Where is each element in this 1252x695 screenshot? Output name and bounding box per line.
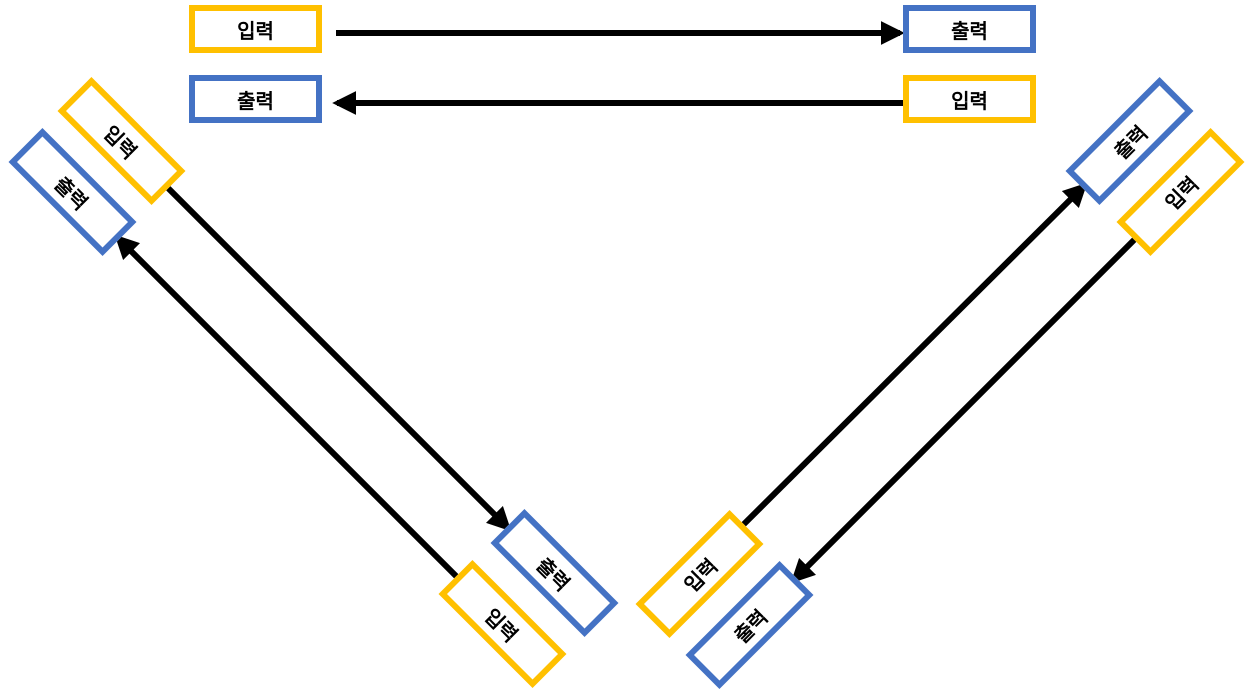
arrow-right-down [790,235,1139,584]
input-box-top-right: 입력 [903,75,1036,123]
box-label: 입력 [98,120,142,164]
output-box-top-right: 출력 [903,5,1036,53]
box-label: 출력 [1109,120,1153,164]
input-box-top-left: 입력 [189,5,322,53]
arrow-right-up [739,182,1088,529]
box-label: 입력 [237,18,274,43]
box-label: 출력 [49,171,93,215]
box-label: 입력 [679,553,723,597]
box-label: 입력 [951,88,988,113]
output-box-top-left: 출력 [189,75,322,123]
box-label: 입력 [479,603,523,647]
box-label: 출력 [729,604,773,648]
arrow-left-down [163,183,512,532]
box-label: 출력 [531,552,575,596]
arrow-left-up [114,234,461,581]
box-label: 출력 [951,18,988,43]
box-label: 출력 [237,88,274,113]
box-label: 입력 [1160,171,1204,215]
